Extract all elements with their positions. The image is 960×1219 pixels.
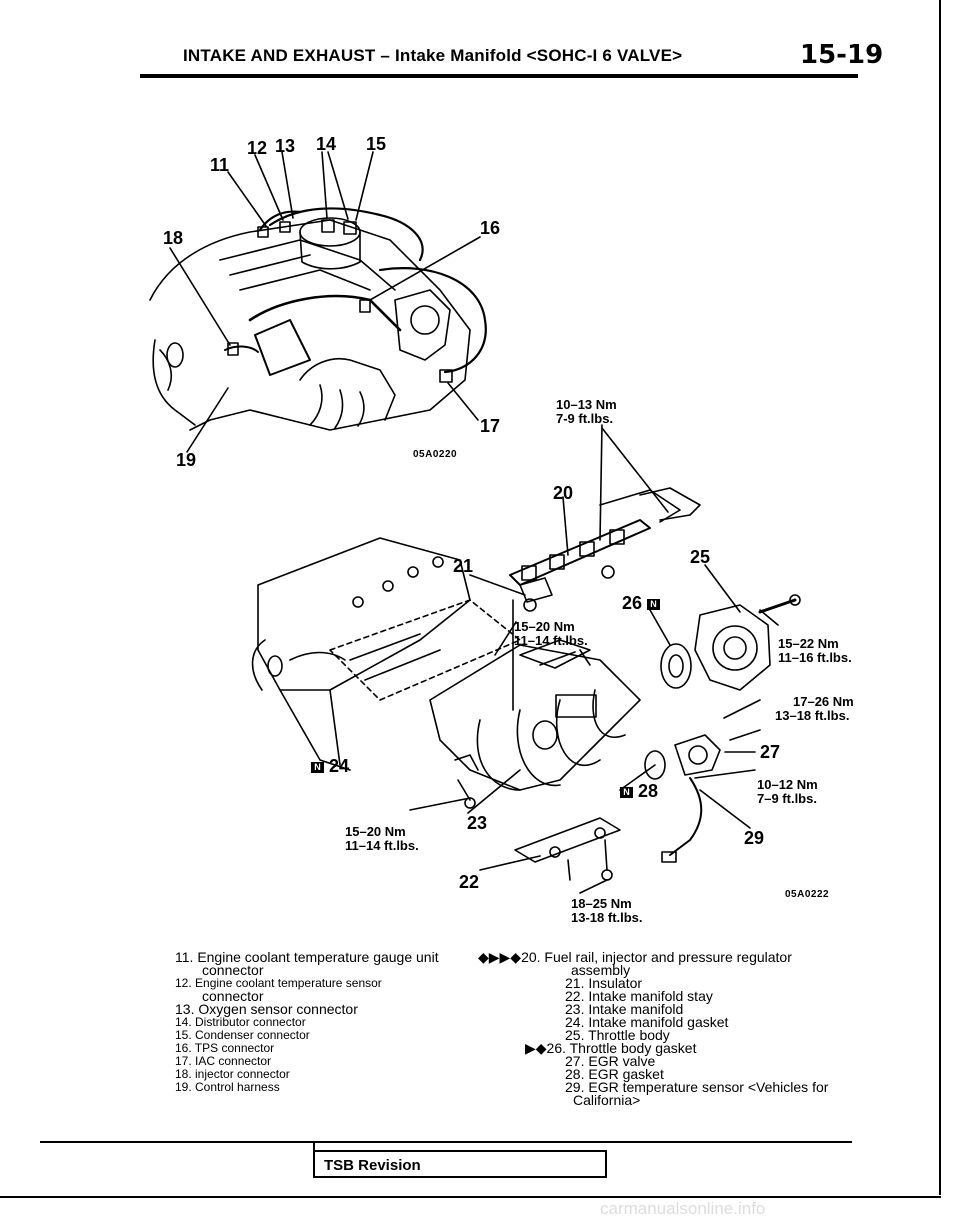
torque-throttle-body: 15–22 Nm 11–16 ft.lbs. <box>778 637 852 665</box>
callout-16: 16 <box>480 218 501 238</box>
legend-item: 21. Insulator <box>565 975 643 991</box>
callout-14: 14 <box>316 134 337 154</box>
legend-item: 23. Intake manifold <box>565 1001 684 1017</box>
legend-item: 12. Engine coolant temperature sensor <box>175 976 382 990</box>
intake-manifold-figure <box>251 424 801 894</box>
torque-nm: 17–26 Nm <box>793 694 854 709</box>
footer-bottom-rule <box>0 1196 941 1198</box>
callout-28: N 28 <box>620 781 658 802</box>
callout-26-number: 26 <box>622 593 643 613</box>
torque-nm: 18–25 Nm <box>571 896 632 911</box>
legend-item: 28. EGR gasket <box>565 1066 664 1082</box>
legend-item: ▶◆26. Throttle body gasket <box>525 1040 697 1056</box>
torque-nm: 10–12 Nm <box>757 777 818 792</box>
legend-item: 17. IAC connector <box>175 1054 272 1068</box>
exploded-view-illustration <box>149 151 801 894</box>
callout-18: 18 <box>163 228 184 248</box>
tsb-revision-label: TSB Revision <box>324 1157 421 1174</box>
callout-27: 27 <box>760 742 781 762</box>
callout-19: 19 <box>176 450 197 470</box>
right-margin-rule <box>939 0 941 1195</box>
torque-ftlbs: 11–14 ft.lbs. <box>514 633 588 648</box>
torque-nm: 15–20 Nm <box>345 824 406 839</box>
torque-egr-sensor: 10–12 Nm 7–9 ft.lbs. <box>757 778 818 806</box>
watermark: carmanualsonline.info <box>600 1199 766 1218</box>
callout-17: 17 <box>480 416 501 436</box>
figure1-code: 05A0220 <box>413 449 458 460</box>
legend-right: ◆▶▶◆20. Fuel rail, injector and pressure… <box>478 949 829 1108</box>
torque-egr-valve: 17–26 Nm 13–18 ft.lbs. <box>775 695 854 723</box>
torque-fuel-rail: 10–13 Nm 7-9 ft.lbs. <box>556 398 617 426</box>
callout-22: 22 <box>459 872 480 892</box>
legend-item: 25. Throttle body <box>565 1027 670 1043</box>
torque-ftlbs: 7-9 ft.lbs. <box>556 411 614 426</box>
page-number: 15-19 <box>800 40 884 70</box>
callout-23: 23 <box>467 813 488 833</box>
legend-item: 27. EGR valve <box>565 1053 656 1069</box>
callout-11: 11 <box>210 155 230 175</box>
torque-ftlbs: 11–16 ft.lbs. <box>778 650 852 665</box>
callout-12: 12 <box>247 138 268 158</box>
legend-item: 29. EGR temperature sensor <Vehicles for <box>565 1079 829 1095</box>
legend-left: 11. Engine coolant temperature gauge uni… <box>175 949 439 1094</box>
legend-item: California> <box>573 1092 641 1108</box>
callout-21: 21 <box>453 556 474 576</box>
figure2-code: 05A0222 <box>785 889 830 900</box>
torque-nm: 15–22 Nm <box>778 636 839 651</box>
callout-24-number: 24 <box>329 756 350 776</box>
callout-15: 15 <box>366 134 387 154</box>
page-header-title: INTAKE AND EXHAUST – Intake Manifold <SO… <box>183 46 683 65</box>
callout-26: 26 N <box>622 593 661 614</box>
footer-rule-tick <box>313 1141 315 1153</box>
torque-nm: 15–20 Nm <box>514 619 575 634</box>
legend-item: 14. Distributor connector <box>175 1015 306 1029</box>
torque-ftlbs: 7–9 ft.lbs. <box>757 791 817 806</box>
legend-item: 11. Engine coolant temperature gauge uni… <box>175 949 439 965</box>
torque-insulator: 15–20 Nm 11–14 ft.lbs. <box>514 620 588 648</box>
legend-item: assembly <box>571 962 631 978</box>
torque-ftlbs: 11–14 ft.lbs. <box>345 838 419 853</box>
torque-stay: 18–25 Nm 13-18 ft.lbs. <box>571 897 643 925</box>
legend-item: connector <box>202 988 264 1004</box>
torque-nm: 10–13 Nm <box>556 397 617 412</box>
legend-item: 13. Oxygen sensor connector <box>175 1001 358 1017</box>
legend-item: 18. injector connector <box>175 1067 290 1081</box>
legend-item: 15. Condenser connector <box>175 1028 310 1042</box>
legend-item: ◆▶▶◆20. Fuel rail, injector and pressure… <box>478 949 792 965</box>
header-rule <box>140 74 858 78</box>
legend-item: 22. Intake manifold stay <box>565 988 713 1004</box>
callout-24: N 24 <box>311 756 349 777</box>
torque-manifold: 15–20 Nm 11–14 ft.lbs. <box>345 825 419 853</box>
engine-harness-figure <box>149 151 487 453</box>
n-mark-icon: N <box>311 761 324 773</box>
footer-rule <box>40 1141 852 1143</box>
legend-item: 16. TPS connector <box>175 1041 275 1055</box>
torque-ftlbs: 13–18 ft.lbs. <box>775 708 850 723</box>
torque-ftlbs: 13-18 ft.lbs. <box>571 910 643 925</box>
legend-item: connector <box>202 962 264 978</box>
callout-25: 25 <box>690 547 711 567</box>
callout-13: 13 <box>275 136 296 156</box>
callout-29: 29 <box>744 828 765 848</box>
n-mark-icon: N <box>620 786 633 798</box>
callout-20: 20 <box>553 483 574 503</box>
n-mark-icon: N <box>647 598 661 610</box>
tsb-revision-box: TSB Revision <box>313 1150 607 1178</box>
legend-item: 19. Control harness <box>175 1080 280 1094</box>
callout-28-number: 28 <box>638 781 659 801</box>
legend-item: 24. Intake manifold gasket <box>565 1014 729 1030</box>
